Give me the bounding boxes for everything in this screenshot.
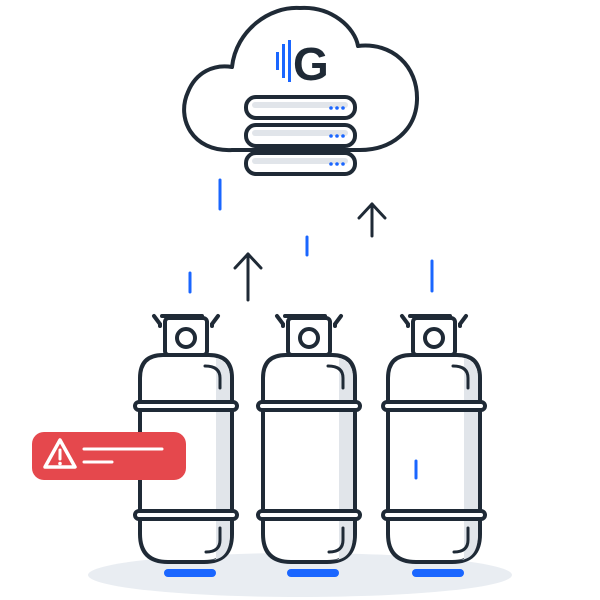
server-unit [246, 97, 355, 118]
up-arrow-icon [235, 254, 261, 300]
server-unit [246, 153, 355, 174]
gas-cylinder [258, 316, 360, 577]
logo-letter: G [293, 38, 329, 90]
server-unit [246, 125, 355, 146]
up-arrow-icon [359, 204, 385, 236]
server-stack [246, 97, 355, 174]
alert-badge [32, 432, 186, 480]
gas-cylinder [383, 316, 485, 577]
data-ticks [190, 180, 432, 292]
